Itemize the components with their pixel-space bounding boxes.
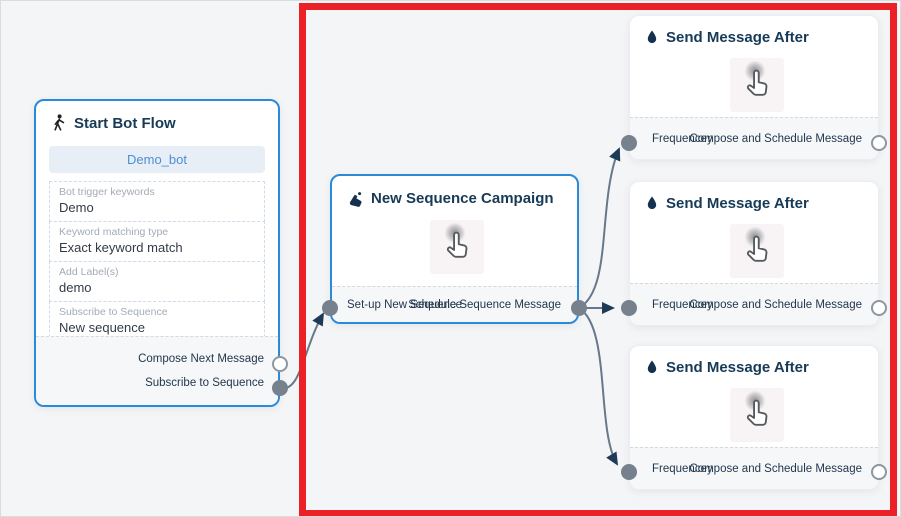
sequence-node-title: New Sequence Campaign xyxy=(371,189,554,207)
wire-subscribe-to-sequence xyxy=(279,312,324,390)
hand-pointer-glyph xyxy=(746,399,768,426)
message-node-header: Send Message After xyxy=(630,16,878,50)
port-message3-input[interactable] xyxy=(621,464,637,480)
field-bot-trigger-keywords[interactable]: Bot trigger keywords Demo xyxy=(49,181,265,222)
field-label: Add Label(s) xyxy=(59,266,119,278)
new-sequence-campaign-node[interactable]: New Sequence Campaign Set-up New Sequenc… xyxy=(330,174,579,324)
port-label-frequencey: Frequencey xyxy=(652,132,713,145)
port-label-schedule-sequence-message: Schedule Sequence Message xyxy=(408,298,561,311)
message-node-header: Send Message After xyxy=(630,182,878,216)
port-message1-input[interactable] xyxy=(621,135,637,151)
water-drop-icon xyxy=(647,30,657,44)
port-sequence-input[interactable] xyxy=(322,300,338,316)
send-message-after-node-3[interactable]: Send Message After Frequencey Compose an… xyxy=(629,345,879,490)
water-drop-icon xyxy=(647,360,657,374)
start-bot-flow-node[interactable]: Start Bot Flow Demo_bot Bot trigger keyw… xyxy=(34,99,280,407)
field-value: Exact keyword match xyxy=(59,240,183,255)
start-node-header: Start Bot Flow xyxy=(36,101,278,136)
send-message-after-node-1[interactable]: Send Message After Frequencey Compose an… xyxy=(629,15,879,160)
wire-sequence-to-message-3 xyxy=(578,307,619,466)
field-label: Keyword matching type xyxy=(59,226,169,238)
start-node-title: Start Bot Flow xyxy=(74,114,176,132)
hand-cursor-icon[interactable] xyxy=(730,58,784,112)
message-node-footer: Frequencey Compose and Schedule Message xyxy=(630,283,878,325)
hand-cursor-icon[interactable] xyxy=(730,224,784,278)
hand-cursor-icon[interactable] xyxy=(430,220,484,274)
hand-cursor-icon[interactable] xyxy=(730,388,784,442)
port-message1-output[interactable] xyxy=(871,135,887,151)
start-node-footer: Compose Next Message Subscribe to Sequen… xyxy=(36,336,278,405)
port-label-frequencey: Frequencey xyxy=(652,462,713,475)
port-label-frequencey: Frequencey xyxy=(652,298,713,311)
port-sequence-output[interactable] xyxy=(571,300,587,316)
port-label-compose-and-schedule-message: Compose and Schedule Message xyxy=(689,462,862,475)
message-node-footer: Frequencey Compose and Schedule Message xyxy=(630,447,878,489)
water-drop-icon xyxy=(647,196,657,210)
field-value: Demo xyxy=(59,200,94,215)
output-label-compose-next-message: Compose Next Message xyxy=(138,353,264,365)
port-compose-next-message[interactable] xyxy=(272,356,288,372)
port-message2-input[interactable] xyxy=(621,300,637,316)
sequence-node-header: New Sequence Campaign xyxy=(332,176,577,211)
message-node-title: Send Message After xyxy=(666,359,809,376)
field-keyword-matching-type[interactable]: Keyword matching type Exact keyword matc… xyxy=(49,221,265,262)
port-message3-output[interactable] xyxy=(871,464,887,480)
field-subscribe-to-sequence[interactable]: Subscribe to Sequence New sequence xyxy=(49,301,265,342)
message-node-footer: Frequencey Compose and Schedule Message xyxy=(630,117,878,159)
send-message-after-node-2[interactable]: Send Message After Frequencey Compose an… xyxy=(629,181,879,326)
field-label: Bot trigger keywords xyxy=(59,186,155,198)
port-label-compose-and-schedule-message: Compose and Schedule Message xyxy=(689,298,862,311)
hand-pointer-glyph xyxy=(746,69,768,96)
field-label: Subscribe to Sequence xyxy=(59,306,168,318)
output-label-subscribe-to-sequence: Subscribe to Sequence xyxy=(145,377,264,389)
sequence-node-footer: Set-up New Sequence Schedule Sequence Me… xyxy=(332,286,577,322)
port-message2-output[interactable] xyxy=(871,300,887,316)
walking-person-icon xyxy=(54,114,65,131)
field-value: New sequence xyxy=(59,320,145,335)
ink-campaign-icon xyxy=(349,192,362,207)
bot-name-button[interactable]: Demo_bot xyxy=(49,146,265,173)
field-value: demo xyxy=(59,280,92,295)
message-node-title: Send Message After xyxy=(666,195,809,212)
hand-pointer-glyph xyxy=(446,231,468,258)
hand-pointer-glyph xyxy=(746,235,768,262)
port-subscribe-to-sequence[interactable] xyxy=(272,380,288,396)
wire-sequence-to-message-1 xyxy=(578,147,621,309)
port-label-setup-new-sequence: Set-up New Sequence xyxy=(347,298,463,311)
message-node-header: Send Message After xyxy=(630,346,878,380)
message-node-title: Send Message After xyxy=(666,29,809,46)
field-add-labels[interactable]: Add Label(s) demo xyxy=(49,261,265,302)
port-label-compose-and-schedule-message: Compose and Schedule Message xyxy=(689,132,862,145)
